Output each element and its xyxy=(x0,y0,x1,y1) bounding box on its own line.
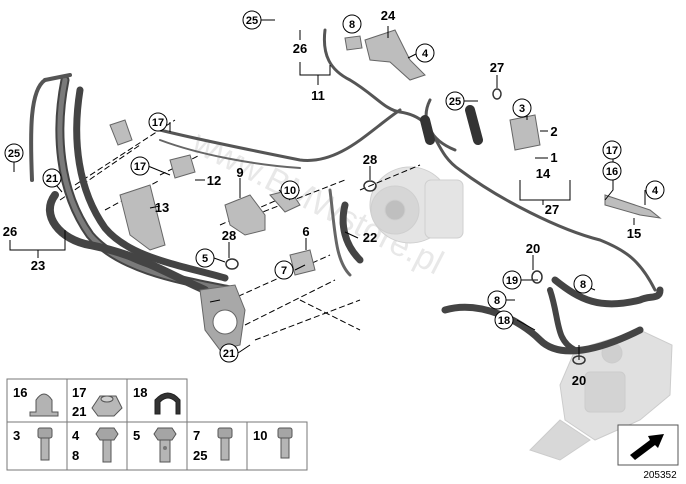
number-labels: 26 24 11 27 2 1 14 27 15 12 9 13 28 28 6… xyxy=(3,8,641,388)
svg-text:18: 18 xyxy=(133,385,147,400)
label-20-b: 20 xyxy=(572,373,586,388)
label-26-left: 26 xyxy=(3,224,17,239)
callout-8-mid: 8 xyxy=(573,274,593,294)
callout-18: 18 xyxy=(494,310,514,330)
steering-gear xyxy=(529,329,673,461)
callout-25-right: 25 xyxy=(445,91,465,111)
svg-text:7: 7 xyxy=(281,265,287,277)
svg-text:25: 25 xyxy=(8,148,20,160)
svg-text:4: 4 xyxy=(72,428,80,443)
label-15: 15 xyxy=(627,226,641,241)
callout-17-a: 17 xyxy=(148,112,168,132)
svg-text:25: 25 xyxy=(193,448,207,463)
hose-lines xyxy=(29,28,664,355)
callout-16-right: 16 xyxy=(602,161,622,181)
callout-4-right: 4 xyxy=(645,180,665,200)
svg-text:4: 4 xyxy=(422,48,429,60)
callout-group: 25 8 4 25 3 25 21 17 17 10 5 7 21 17 16 … xyxy=(4,10,665,363)
label-13: 13 xyxy=(155,200,169,215)
callout-8-low: 8 xyxy=(487,290,507,310)
label-22: 22 xyxy=(363,230,377,245)
svg-text:25: 25 xyxy=(449,96,461,108)
callout-25-left: 25 xyxy=(4,143,24,163)
orientation-arrow-box xyxy=(617,424,679,466)
svg-text:17: 17 xyxy=(152,117,164,129)
label-11: 11 xyxy=(311,88,325,103)
callout-17-right: 17 xyxy=(602,140,622,160)
table-cell-10: 10 xyxy=(246,421,308,471)
bracket-15 xyxy=(604,194,662,219)
label-1: 1 xyxy=(550,150,557,165)
table-cell-18: 18 xyxy=(126,378,188,423)
label-27-mid: 27 xyxy=(545,202,559,217)
table-cell-7-25: 7 25 xyxy=(186,421,248,471)
bracket-13 xyxy=(119,184,166,251)
svg-text:10: 10 xyxy=(253,428,267,443)
label-12: 12 xyxy=(207,173,221,188)
svg-text:5: 5 xyxy=(133,428,140,443)
bracket-6 xyxy=(289,249,316,276)
label-28-b: 28 xyxy=(222,228,236,243)
label-24: 24 xyxy=(381,8,396,23)
callout-19: 19 xyxy=(502,270,522,290)
svg-text:4: 4 xyxy=(652,185,659,197)
callout-21-bottom: 21 xyxy=(219,343,239,363)
bracket-24 xyxy=(364,29,426,81)
table-cell-3: 3 xyxy=(6,421,68,471)
callout-25-top: 25 xyxy=(242,10,262,30)
svg-text:16: 16 xyxy=(13,385,27,400)
callout-17-b: 17 xyxy=(130,156,150,176)
svg-text:21: 21 xyxy=(223,348,235,360)
svg-text:25: 25 xyxy=(246,15,258,27)
label-28-a: 28 xyxy=(363,152,377,167)
callout-3-right: 3 xyxy=(512,98,532,118)
svg-text:19: 19 xyxy=(506,275,518,287)
label-6: 6 xyxy=(302,224,309,239)
svg-text:18: 18 xyxy=(498,315,510,327)
label-20-a: 20 xyxy=(526,241,540,256)
label-14: 14 xyxy=(536,166,551,181)
svg-text:17: 17 xyxy=(134,161,146,173)
svg-text:3: 3 xyxy=(13,428,20,443)
label-2: 2 xyxy=(550,124,557,139)
arrow-icon xyxy=(630,434,664,460)
label-23: 23 xyxy=(31,258,45,273)
label-9: 9 xyxy=(236,165,243,180)
callout-21-left: 21 xyxy=(42,168,62,188)
table-cell-16: 16 xyxy=(6,378,68,423)
bracket-9 xyxy=(224,194,266,236)
bracket-2 xyxy=(509,114,541,151)
parts-table: 16 17 21 18 3 4 8 xyxy=(6,378,308,471)
svg-text:7: 7 xyxy=(193,428,200,443)
o-rings xyxy=(225,88,586,365)
callout-8-top: 8 xyxy=(342,14,362,34)
table-cell-17-21: 17 21 xyxy=(66,378,128,423)
table-cell-5: 5 xyxy=(126,421,188,471)
power-steering-pump xyxy=(369,166,464,244)
svg-text:5: 5 xyxy=(202,253,208,265)
label-27-top: 27 xyxy=(490,60,504,75)
svg-text:21: 21 xyxy=(46,173,58,185)
svg-text:17: 17 xyxy=(72,385,86,400)
svg-text:21: 21 xyxy=(72,404,86,419)
label-26-top: 26 xyxy=(293,41,307,56)
callout-10: 10 xyxy=(280,180,300,200)
callout-7: 7 xyxy=(274,260,294,280)
reference-number: 205352 xyxy=(643,470,677,481)
table-cell-4-8: 4 8 xyxy=(66,421,128,471)
svg-text:10: 10 xyxy=(284,185,296,197)
svg-text:8: 8 xyxy=(580,279,586,291)
svg-text:16: 16 xyxy=(606,166,618,178)
callout-5: 5 xyxy=(195,248,215,268)
svg-text:8: 8 xyxy=(494,295,500,307)
svg-text:8: 8 xyxy=(349,19,355,31)
svg-text:3: 3 xyxy=(519,103,525,115)
svg-text:17: 17 xyxy=(606,145,618,157)
svg-text:8: 8 xyxy=(72,448,79,463)
callout-4-top: 4 xyxy=(415,43,435,63)
